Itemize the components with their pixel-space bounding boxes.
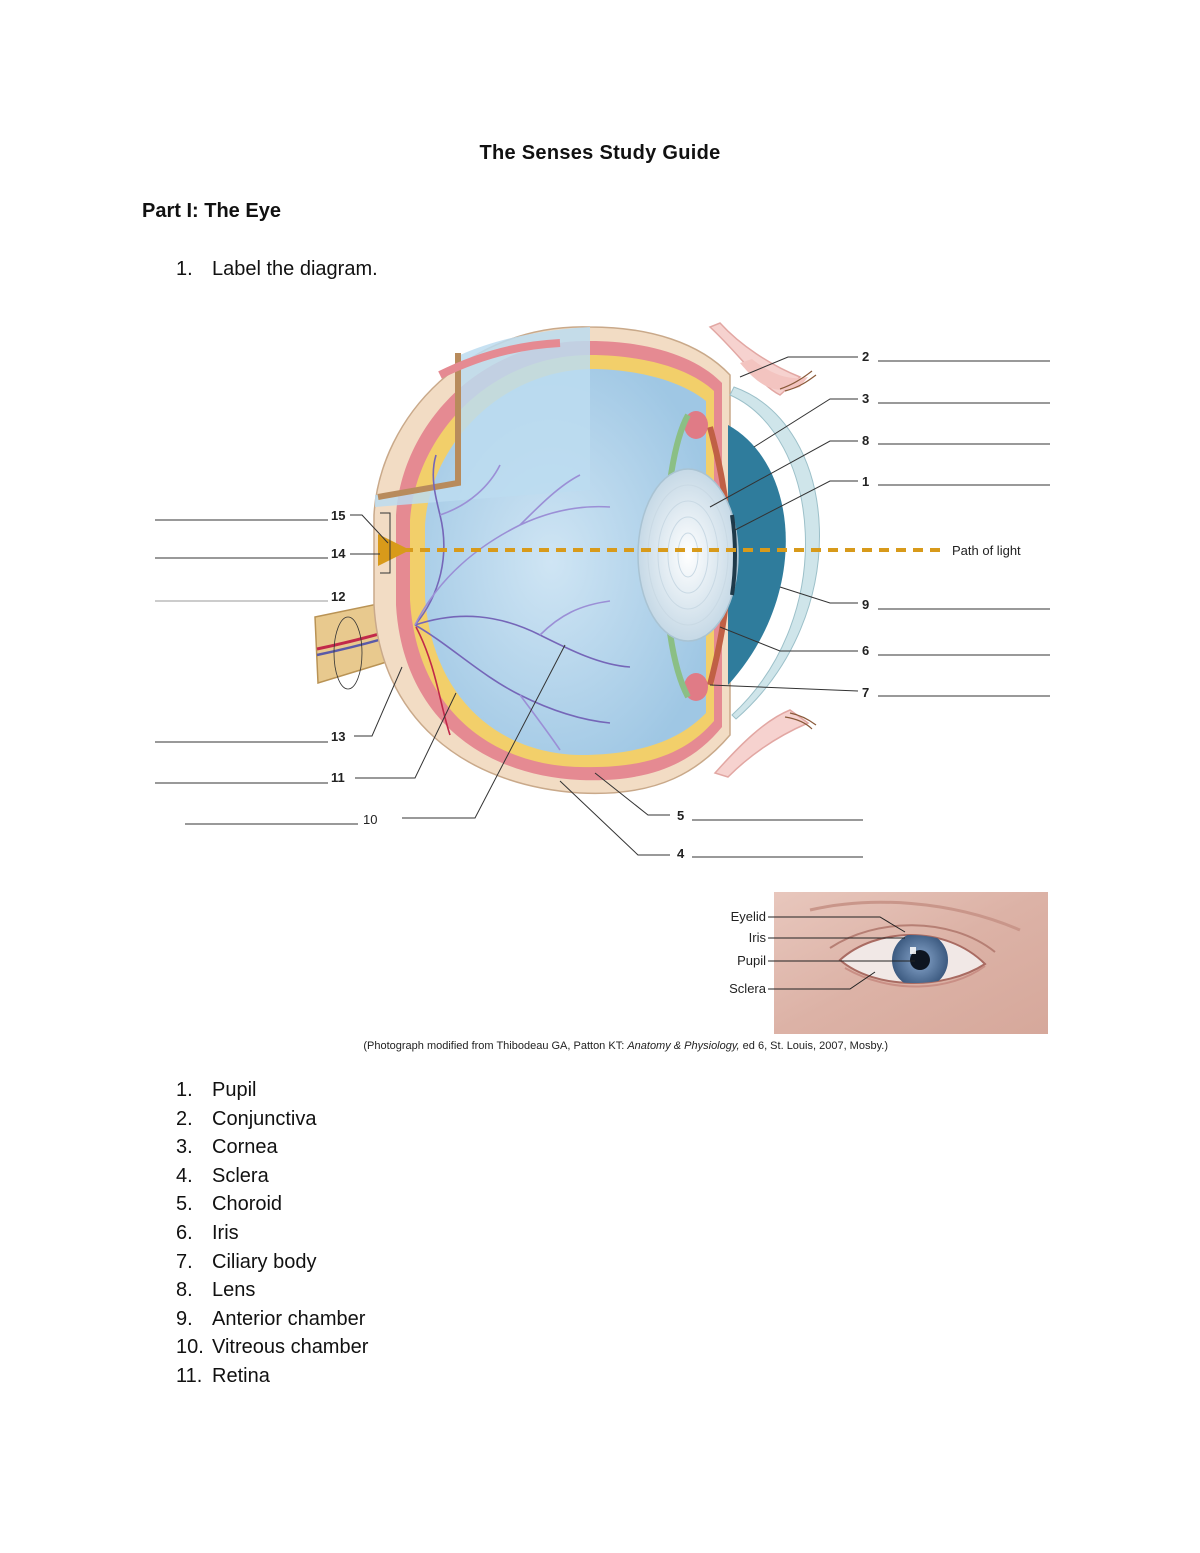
section-heading: Part I: The Eye xyxy=(142,200,281,222)
eyelash-bottom xyxy=(784,712,817,730)
lens xyxy=(637,468,739,642)
photo-label-sclera: Sclera xyxy=(729,981,767,996)
instruction-number: 1. xyxy=(176,258,193,280)
label-number-5: 5 xyxy=(677,808,684,823)
label-number-8: 8 xyxy=(862,433,869,448)
answer-list: 1.Pupil 2.Conjunctiva 3.Cornea 4.Sclera … xyxy=(176,1076,368,1391)
photo-highlight xyxy=(910,947,916,954)
cutaway-window xyxy=(375,327,590,507)
photo-pupil xyxy=(910,950,930,970)
retinal-vessels xyxy=(414,454,631,751)
list-item: 5.Choroid xyxy=(176,1193,283,1216)
photo-label-eyelid: Eyelid xyxy=(731,909,766,924)
pupil xyxy=(730,514,737,596)
anterior-chamber xyxy=(728,425,786,685)
photo-label-iris: Iris xyxy=(749,930,767,945)
photo-eyelid-crease xyxy=(829,924,996,953)
optic-disc-outline xyxy=(333,616,363,690)
photo-lower-lid xyxy=(844,965,986,988)
photo-label-pupil: Pupil xyxy=(737,953,766,968)
list-item: 11.Retina xyxy=(176,1364,270,1387)
list-item: 4.Sclera xyxy=(176,1164,269,1187)
label-number-9: 9 xyxy=(862,597,869,612)
label-number-2: 2 xyxy=(862,349,869,364)
photo-caption: (Photograph modified from Thibodeau GA, … xyxy=(0,1040,1200,1052)
list-item: 7.Ciliary body xyxy=(176,1250,317,1273)
list-item: 3.Cornea xyxy=(176,1136,278,1159)
list-item: 10.Vitreous chamber xyxy=(176,1336,369,1359)
leaders-right xyxy=(709,356,1050,697)
list-item: 9.Anterior chamber xyxy=(176,1307,366,1330)
label-number-14: 14 xyxy=(331,546,346,561)
label-number-10: 10 xyxy=(363,812,377,827)
eye-diagram: Path of light 2 3 8 1 9 6 7 xyxy=(155,322,1050,861)
numbers-right: 2 3 8 1 9 6 7 xyxy=(862,349,869,700)
label-number-3: 3 xyxy=(862,391,869,406)
cutaway-edge-inner xyxy=(438,339,561,379)
numbers-bottom: 5 4 xyxy=(677,808,685,861)
numbers-left: 15 14 12 13 11 10 xyxy=(331,508,377,827)
label-number-11: 11 xyxy=(331,770,345,785)
label-number-1: 1 xyxy=(862,474,869,489)
label-number-12: 12 xyxy=(331,589,345,604)
lower-eyelid xyxy=(713,709,810,778)
label-number-6: 6 xyxy=(862,643,869,658)
upper-eyelid-fold xyxy=(740,359,808,390)
ciliary-body-top xyxy=(684,411,708,439)
path-of-light-label: Path of light xyxy=(952,543,1021,558)
label-number-15: 15 xyxy=(331,508,345,523)
list-item: 2.Conjunctiva xyxy=(176,1107,317,1130)
list-item: 8.Lens xyxy=(176,1279,256,1302)
ciliary-body-bottom xyxy=(684,673,708,701)
cornea xyxy=(729,386,820,720)
cutaway-edge xyxy=(377,353,461,500)
instruction: 1. Label the diagram. xyxy=(176,258,378,281)
list-item: 6.Iris xyxy=(176,1221,239,1244)
label-number-13: 13 xyxy=(331,729,345,744)
eye-photo-figure: Eyelid Iris Pupil Sclera xyxy=(729,892,1048,1034)
caption-prefix: (Photograph modified from Thibodeau GA, … xyxy=(363,1040,628,1052)
caption-suffix: ed 6, St. Louis, 2007, Mosby.) xyxy=(739,1040,888,1052)
lens-rings xyxy=(647,484,729,626)
instruction-text: Label the diagram. xyxy=(212,258,378,280)
leaders-left xyxy=(155,514,566,825)
document-title: The Senses Study Guide xyxy=(479,142,721,164)
label-number-4: 4 xyxy=(677,846,685,861)
photo-leaders xyxy=(768,916,915,990)
eyelash-top xyxy=(779,370,817,392)
caption-italic: Anatomy & Physiology, xyxy=(627,1040,740,1052)
fovea-bracket xyxy=(380,512,391,574)
leaders-bottom xyxy=(559,772,863,858)
list-item: 1.Pupil xyxy=(176,1079,257,1101)
label-number-7: 7 xyxy=(862,685,869,700)
photo-brow-fold xyxy=(809,900,1021,932)
